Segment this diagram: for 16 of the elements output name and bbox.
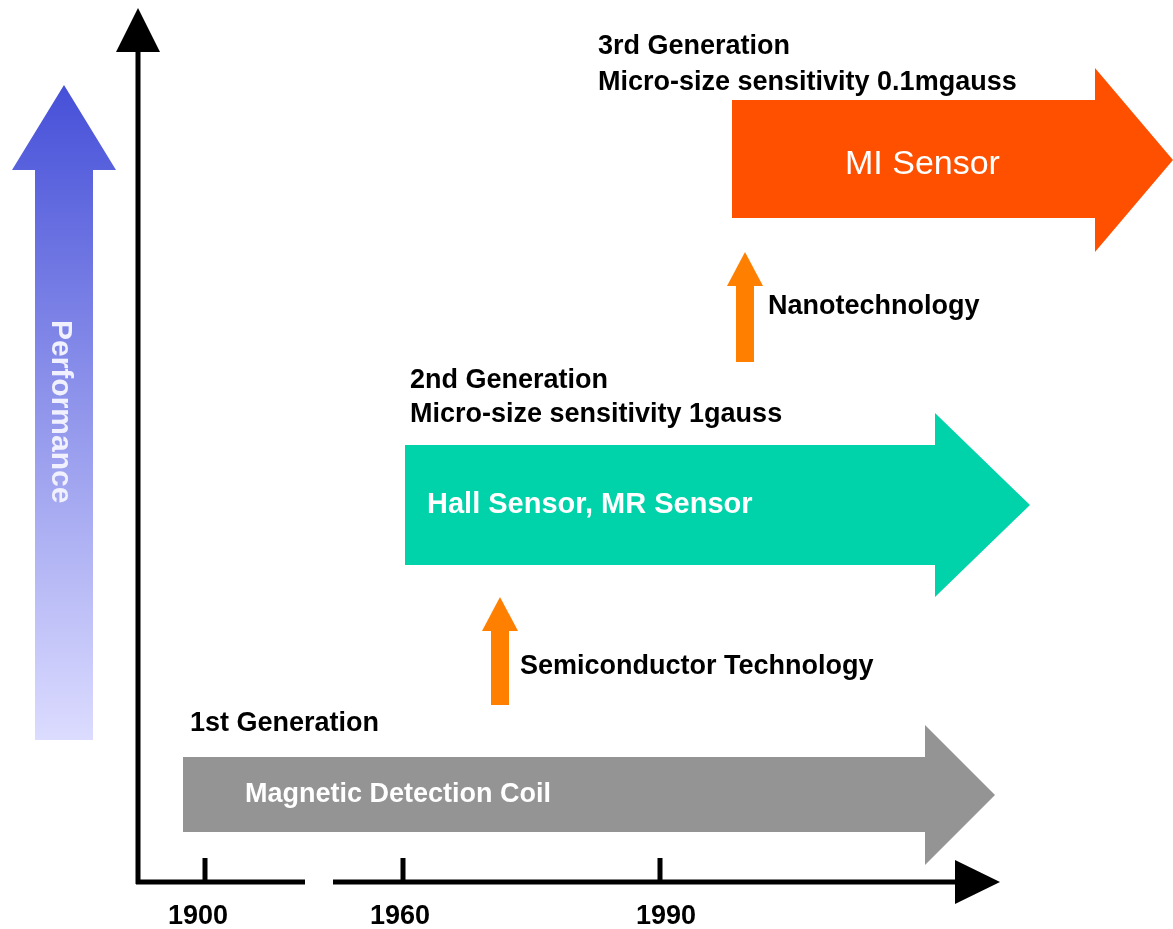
generation-heading: 3rd Generation: [598, 29, 791, 62]
tick-label: 1960: [370, 900, 431, 929]
edge-label: Semiconductor Technology: [520, 650, 874, 681]
tick-label: 1900: [168, 900, 229, 929]
axis-title: Performance: [45, 320, 79, 504]
generation-heading: 1st Generation: [190, 706, 380, 739]
generation-heading: 2nd Generation: [410, 363, 609, 396]
arrow: [727, 252, 763, 362]
arrow: [482, 597, 518, 705]
arrow-label: MI Sensor: [845, 143, 1000, 182]
tick-label: 1990: [636, 900, 697, 929]
edge-label: Nanotechnology: [768, 290, 980, 321]
sensitivity-note: Micro-size sensitivity 0.1mgauss: [598, 65, 1017, 98]
arrow-label: Hall Sensor, MR Sensor: [427, 487, 753, 520]
arrow-label: Magnetic Detection Coil: [245, 778, 552, 809]
sensitivity-note: Micro-size sensitivity 1gauss: [410, 397, 783, 430]
